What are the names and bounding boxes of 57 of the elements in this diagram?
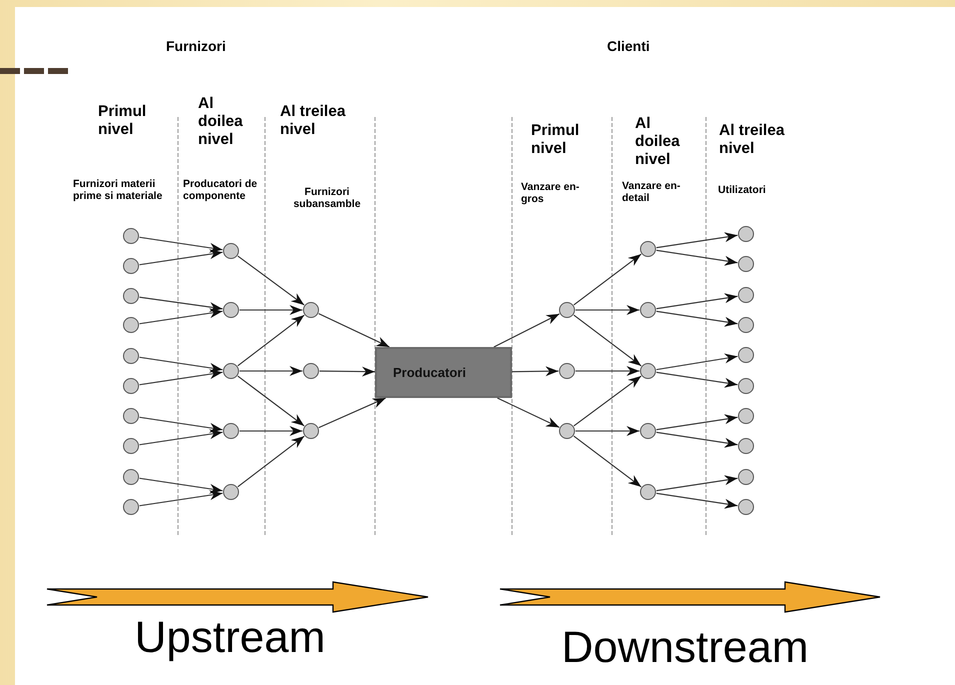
arrow [512, 366, 558, 376]
column-heading: Primul nivel [531, 122, 580, 158]
column-description: Vanzare en-gros [521, 181, 580, 206]
arrow [656, 492, 738, 509]
arrow [576, 426, 640, 436]
arrow [320, 366, 375, 377]
column-description: Vanzare en-detail [622, 180, 682, 204]
arrow [237, 314, 305, 366]
arrow [573, 436, 642, 488]
column-heading: Al doilea nivel [198, 95, 244, 148]
direction-label: Upstream [134, 614, 326, 662]
arrow [656, 310, 738, 327]
arrow [497, 398, 560, 428]
arrow [576, 366, 640, 376]
arrow [656, 293, 738, 310]
arrow [656, 372, 738, 388]
arrow [656, 250, 738, 266]
arrow [574, 376, 642, 426]
column-heading: Al treilea nivel [719, 122, 786, 158]
direction-label: Downstream [560, 624, 810, 672]
column-description: Furnizori materii prime si materiale [73, 178, 163, 202]
arrow [238, 256, 304, 306]
arrow [656, 432, 738, 448]
arrow [240, 426, 302, 436]
column-description: Utilizatori [718, 184, 767, 196]
arrow [139, 478, 223, 494]
arrow [240, 305, 302, 315]
group-heading: Furnizori [166, 38, 227, 54]
arrow [139, 369, 223, 386]
arrow [139, 249, 223, 266]
arrow [573, 314, 642, 366]
column-heading: Al treilea nivel [280, 103, 347, 139]
arrow [573, 254, 642, 306]
arrow [237, 376, 305, 426]
column-description: Producatori de componente [183, 178, 258, 202]
arrow [240, 366, 302, 376]
arrow [139, 490, 223, 506]
column-description: Furnizori subansamble [292, 186, 362, 210]
arrow [576, 305, 640, 315]
arrow [494, 313, 560, 348]
arrow [656, 232, 738, 248]
arrow [139, 356, 223, 373]
group-heading: Clienti [607, 38, 651, 54]
arrow [656, 414, 738, 430]
arrow [318, 398, 386, 428]
arrow [318, 313, 390, 348]
arrow [139, 416, 223, 433]
arrow [139, 308, 223, 324]
arrow [139, 296, 223, 312]
arrow [237, 436, 305, 488]
column-heading: Primul nivel [98, 103, 148, 139]
arrow [139, 236, 223, 253]
process-box: Producatori [375, 347, 512, 398]
arrow [139, 429, 223, 446]
arrow [656, 475, 738, 492]
column-heading: Al doilea nivel [635, 115, 681, 168]
arrow [656, 354, 738, 370]
